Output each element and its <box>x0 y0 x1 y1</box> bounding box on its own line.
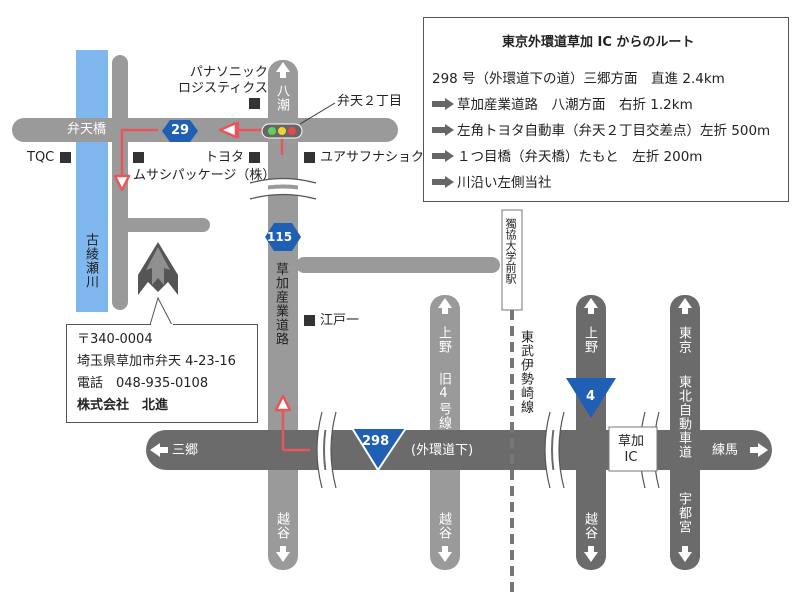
label-musashi: ムサシパッケージ（株） <box>133 168 276 183</box>
light-yellow <box>278 127 286 135</box>
label-toyota: トヨタ <box>205 150 245 165</box>
road-east-spur <box>296 257 500 273</box>
route-instruction-box: 東京外環道草加 IC からのルート 298 号（外環道下の道）三郷方面 直進 2… <box>423 17 789 202</box>
label-edoichi: 江戸一 <box>320 313 360 328</box>
label-river: 古綾瀬川 <box>83 233 98 289</box>
shield-298 <box>350 427 408 472</box>
address-box: 〒340-0004 埼玉県草加市弁天 4-23-16 電話 048-935-01… <box>66 324 258 423</box>
label-kyu4: 旧4号線 <box>436 372 451 430</box>
address-company: 株式会社 北進 <box>77 398 169 413</box>
shield-4 <box>566 378 616 418</box>
direction-arrows <box>150 62 768 562</box>
dir-ueno1: 上野 <box>436 326 451 354</box>
label-soka-sangyo: 草加産業道路 <box>273 262 288 346</box>
route-step-1-text: 草加産業道路 八潮方面 右折 1.2km <box>457 97 693 113</box>
road-left-spur <box>112 218 210 232</box>
ic-box <box>608 426 658 472</box>
dir-koshigaya3: 越谷 <box>582 512 597 540</box>
dir-misato: 三郷 <box>172 443 199 458</box>
shield-115 <box>265 223 301 251</box>
address-postal: 〒340-0004 <box>77 332 153 347</box>
route-step-2-text: 左角トヨタ自動車（弁天２丁目交差点）左折 500m <box>457 123 771 139</box>
label-benten-bridge: 弁天橋 <box>67 122 107 137</box>
landmark-marker-yuasa <box>304 152 315 163</box>
route-step-1: 草加産業道路 八潮方面 右折 1.2km <box>432 93 693 113</box>
address-street: 埼玉県草加市弁天 4-23-16 <box>77 354 236 369</box>
river <box>76 50 108 312</box>
label-main-road: (外環道下) <box>411 443 474 458</box>
label-route4: 4 <box>586 389 596 404</box>
address-phone: 電話 048-935-0108 <box>77 376 209 391</box>
dir-nerima: 練馬 <box>712 443 739 458</box>
label-route29: 29 <box>171 123 190 138</box>
arrow-right-icon <box>432 98 454 110</box>
landmark-marker-edoichi <box>304 315 315 326</box>
route-step-3-text: １つ目橋（弁天橋）たもと 左折 200m <box>457 149 703 165</box>
arrow-right-icon <box>432 176 454 188</box>
label-tqc: TQC <box>27 150 55 165</box>
light-green <box>268 127 276 135</box>
arrow-right-icon <box>432 150 454 162</box>
dir-ueno2: 上野 <box>582 326 597 354</box>
dir-koshigaya1: 越谷 <box>274 512 289 540</box>
route-step-3: １つ目橋（弁天橋）たもと 左折 200m <box>432 145 702 165</box>
label-benten2: 弁天２丁目 <box>337 94 403 109</box>
dir-tokyo: 東京 <box>676 326 691 354</box>
light-red <box>288 127 296 135</box>
route-box-title: 東京外環道草加 IC からのルート <box>502 35 695 50</box>
label-tobu: 東武伊勢崎線 <box>518 330 533 414</box>
route-start: 298 号（外環道下の道）三郷方面 直進 2.4km <box>432 71 725 87</box>
route-step-4: 川沿い左側当社 <box>432 171 552 191</box>
label-yuasa: ユアサフナショク <box>320 150 425 165</box>
label-route115: 115 <box>267 230 293 244</box>
route-step-2: 左角トヨタ自動車（弁天２丁目交差点）左折 500m <box>432 119 770 139</box>
label-ic: 草加 IC <box>618 434 645 466</box>
route-step-4-text: 川沿い左側当社 <box>457 175 552 191</box>
landmark-marker-panasonic <box>249 98 260 109</box>
dir-koshigaya2: 越谷 <box>436 512 451 540</box>
arrow-right-icon <box>432 124 454 136</box>
leader-benten2 <box>299 102 336 125</box>
label-panasonic: パナソニック ロジスティクス <box>178 65 268 97</box>
road-tohoku <box>670 295 700 570</box>
office-building-icon <box>138 242 178 295</box>
shield-29 <box>162 120 198 142</box>
landmark-marker-musashi <box>133 152 144 163</box>
road-route4 <box>576 295 606 570</box>
dir-yashio: 八潮 <box>274 84 289 112</box>
road-benten <box>12 118 398 142</box>
landmark-marker-toyota <box>249 152 260 163</box>
landmark-marker-tqc <box>60 152 71 163</box>
label-tohoku: 東北自動車道 <box>676 375 691 459</box>
station-box <box>501 209 523 311</box>
label-station: 獨協大学前駅 <box>504 218 517 284</box>
label-route298: 298 <box>362 434 390 449</box>
dir-utsunomiya: 宇都宮 <box>676 492 691 534</box>
